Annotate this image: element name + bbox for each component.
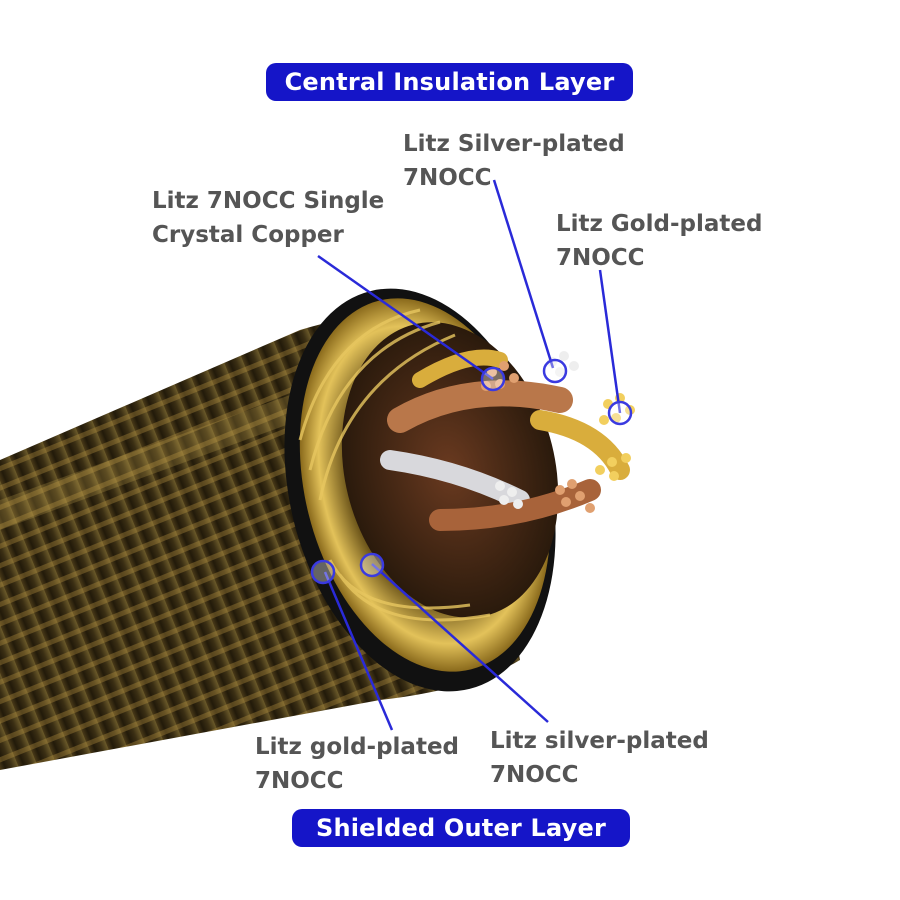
strand-ends-silver [495, 351, 579, 509]
leader-crystal [317, 254, 494, 381]
leader-silver-bottom [371, 563, 549, 723]
callout-line: 7NOCC [255, 768, 344, 794]
callout-gold-plated-top: Litz Gold-plated 7NOCC [556, 207, 762, 275]
callout-line: Litz gold-plated [255, 734, 460, 760]
marker-crystal [480, 366, 506, 392]
callout-silver-plated-top: Litz Silver-plated 7NOCC [403, 127, 625, 195]
callout-line: Litz silver-plated [490, 728, 709, 754]
callout-line: Litz Gold-plated [556, 211, 763, 237]
jacket-highlight [0, 395, 300, 530]
leader-lines [317, 179, 622, 731]
callout-markers [310, 358, 633, 585]
marker-silver-bottom [359, 552, 385, 578]
callout-gold-plated-bottom: Litz gold-plated 7NOCC [255, 730, 459, 798]
callout-silver-plated-bottom: Litz silver-plated 7NOCC [490, 724, 709, 792]
shielded-outer-banner: Shielded Outer Layer [292, 809, 630, 847]
callout-line: Litz 7NOCC Single [152, 188, 385, 214]
callout-line: Crystal Copper [152, 222, 344, 248]
leader-gold-bottom [323, 571, 394, 731]
callout-line: 7NOCC [556, 245, 645, 271]
central-insulation-banner: Central Insulation Layer [266, 63, 633, 101]
marker-silver-top [542, 358, 568, 384]
marker-gold-bottom [310, 559, 336, 585]
shield-strands [298, 308, 491, 622]
callout-single-crystal-copper: Litz 7NOCC Single Crystal Copper [152, 184, 384, 252]
marker-gold-top [607, 400, 633, 426]
callout-line: 7NOCC [490, 762, 579, 788]
callout-line: Litz Silver-plated [403, 131, 625, 157]
leader-silver-top [492, 179, 555, 369]
callout-line: 7NOCC [403, 165, 492, 191]
leader-gold-top [598, 269, 622, 414]
